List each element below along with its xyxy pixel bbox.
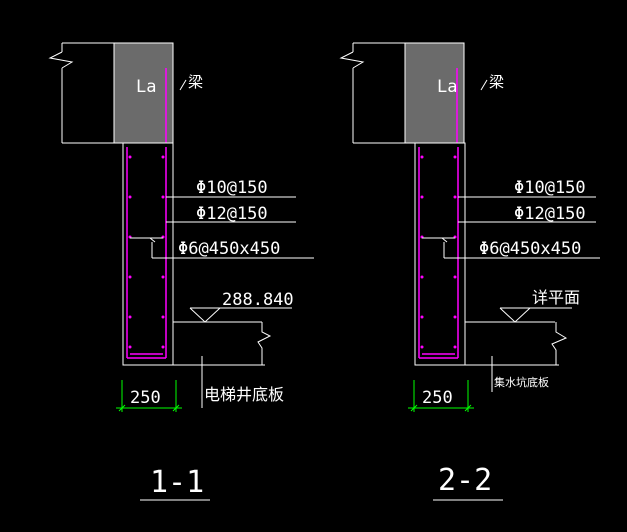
section-title: 1-1 [150, 465, 204, 500]
beam-label: La [437, 77, 457, 97]
beam-break-line [48, 42, 114, 144]
section-2-2: La 梁 Φ10@15 [339, 42, 600, 501]
rebar-label-1: Φ10@150 [196, 178, 268, 198]
beam-break-line [339, 42, 405, 144]
slab-note: 集水坑底板 [494, 375, 549, 389]
rebar-leaders [443, 196, 600, 259]
level-label: 288.840 [222, 290, 294, 310]
rebar-label-1: Φ10@150 [514, 178, 586, 198]
wall-outline [122, 142, 174, 366]
slab-note: 电梯井底板 [204, 385, 284, 404]
dimension-label: 250 [130, 388, 161, 408]
rebar-leaders [151, 196, 314, 259]
beam-note: 梁 [489, 73, 504, 91]
rebar-label-2: Φ12@150 [514, 204, 586, 224]
beam-label: La [136, 77, 156, 97]
beam-leader [179, 79, 187, 91]
tie-bar [130, 237, 163, 243]
wall-rebar [418, 147, 459, 359]
slab-break-line [173, 322, 272, 366]
beam-leader [480, 79, 488, 91]
slab-break-line [465, 322, 568, 366]
section-title: 2-2 [438, 463, 492, 498]
rebar-label-2: Φ12@150 [196, 204, 268, 224]
level-label: 详平面 [532, 288, 580, 307]
beam-block [404, 42, 465, 144]
beam-note: 梁 [188, 73, 203, 91]
dimension-250 [116, 380, 182, 412]
rebar-label-3: Φ6@450x450 [178, 239, 280, 259]
rebar-dots [128, 155, 165, 349]
dimension-250 [408, 380, 474, 412]
section-1-1: La 梁 [48, 42, 314, 501]
level-marker [465, 307, 572, 323]
rebar-label-3: Φ6@450x450 [479, 239, 581, 259]
wall-rebar [126, 147, 167, 359]
wall-outline [414, 142, 466, 366]
level-marker [173, 307, 292, 323]
beam-block [113, 42, 174, 144]
rebar-dots [420, 155, 457, 349]
tie-bar [422, 237, 455, 243]
dimension-label: 250 [422, 388, 453, 408]
